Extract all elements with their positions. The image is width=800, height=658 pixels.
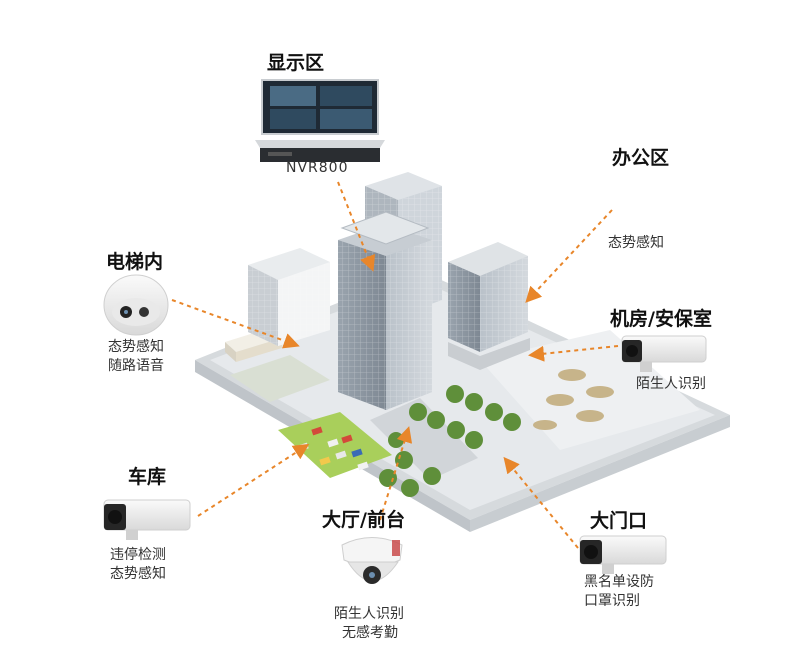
machine-room-zone-title: 机房/安保室 xyxy=(610,308,712,330)
tower-main xyxy=(338,211,432,410)
elevator-zone-feature-2: 随路语音 xyxy=(108,358,164,374)
display-zone-title: 显示区 xyxy=(267,52,325,74)
garage-zone-feature-1: 违停检测 xyxy=(110,547,166,563)
gate-zone-title: 大门口 xyxy=(590,510,648,532)
fisheye-camera-icon xyxy=(103,274,169,336)
signal-arrows xyxy=(171,181,619,549)
dome-camera-icon xyxy=(341,537,403,584)
arrow-elevator-to-building xyxy=(171,299,300,349)
bullet-camera-icon xyxy=(579,535,667,574)
arrow-garage-to-parking xyxy=(197,443,310,517)
gate-zone-feature-2: 口罩识别 xyxy=(584,593,640,609)
office-zone-title: 办公区 xyxy=(612,147,670,169)
machine-room-zone-feature-1: 陌生人识别 xyxy=(636,376,706,392)
lobby-zone-feature-2: 无感考勤 xyxy=(342,625,398,641)
lobby-zone-title: 大厅/前台 xyxy=(322,509,405,531)
trees xyxy=(379,385,521,497)
garage-zone-title: 车库 xyxy=(128,466,167,488)
tower-left xyxy=(248,248,330,346)
arrow-machine-room xyxy=(528,345,619,362)
garage-zone-feature-2: 态势感知 xyxy=(110,566,166,582)
tower-right xyxy=(448,242,530,370)
nvr-monitor-icon xyxy=(261,79,379,135)
nvr-box-icon xyxy=(255,140,385,162)
elevator-zone-title: 电梯内 xyxy=(106,251,164,273)
elevator-zone-feature-1: 态势感知 xyxy=(108,339,164,355)
bullet-camera-icon xyxy=(103,499,191,540)
gate-zone-feature-1: 黑名单设防 xyxy=(584,574,654,590)
lobby-zone-feature-1: 陌生人识别 xyxy=(334,606,404,622)
arrow-office-to-tower xyxy=(525,209,613,303)
office-zone-feature-1: 态势感知 xyxy=(608,235,664,251)
bullet-camera-icon xyxy=(621,335,707,372)
arrow-gate-to-plaza xyxy=(503,456,579,549)
nvr-device-label: NVR800 xyxy=(286,160,349,176)
